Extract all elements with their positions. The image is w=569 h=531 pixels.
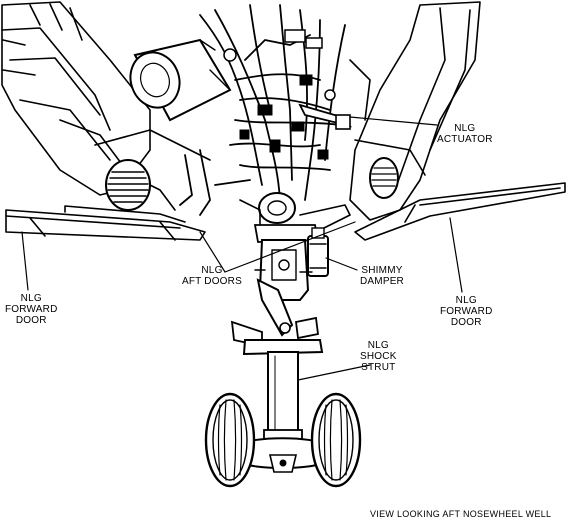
leader-nlg-aft-doors-left <box>199 231 226 273</box>
shimmy-damper <box>307 227 329 277</box>
figure-caption: VIEW LOOKING AFT NOSEWHEEL WELL <box>370 509 552 519</box>
leader-shimmy-damper <box>325 257 358 271</box>
trunnion-assembly <box>239 192 351 243</box>
right-tire <box>310 392 362 488</box>
leader-forward-door-left <box>21 231 29 291</box>
leader-nlg-aft-doors-right <box>224 221 356 273</box>
label-nlg-actuator: NLG ACTUATOR <box>437 123 493 145</box>
right-vent-grille <box>369 157 399 199</box>
hydraulic-cylinder <box>129 38 232 122</box>
leader-nlg-actuator <box>349 116 438 126</box>
left-tire <box>204 392 256 488</box>
left-vent-grille <box>105 159 151 211</box>
axle <box>239 437 326 473</box>
right-forward-door-panel <box>354 182 566 241</box>
nlg-actuator <box>298 103 352 130</box>
shock-strut <box>242 339 324 445</box>
upper-strut-body <box>254 239 313 301</box>
label-shimmy-damper: SHIMMY DAMPER <box>360 265 404 287</box>
label-nlg-aft-doors: NLG AFT DOORS <box>182 265 242 287</box>
plumbing-fittings <box>223 29 336 160</box>
label-nlg-shock-strut: NLG SHOCK STRUT <box>360 340 397 373</box>
left-forward-door-panel <box>5 205 206 241</box>
right-wheel-well-structure <box>349 1 481 221</box>
leader-shock-strut <box>297 364 371 381</box>
leader-lines <box>21 116 463 381</box>
leader-forward-door-right <box>449 217 463 293</box>
label-nlg-forward-door-left: NLG FORWARD DOOR <box>5 293 58 326</box>
label-nlg-forward-door-right: NLG FORWARD DOOR <box>440 295 493 328</box>
